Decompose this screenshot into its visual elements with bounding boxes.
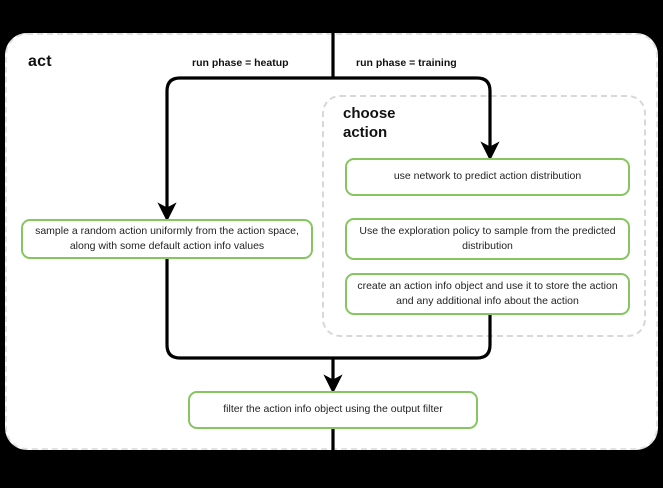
node-exploration-policy-sample[interactable]: Use the exploration policy to sample fro… <box>345 218 630 260</box>
edge-label-heatup: run phase = heatup <box>192 57 289 69</box>
choose-action-label-line2: action <box>343 123 388 141</box>
node-sample-random-action[interactable]: sample a random action uniformly from th… <box>21 219 313 259</box>
node-use-network-predict[interactable]: use network to predict action distributi… <box>345 158 630 196</box>
choose-action-label-line1: choose <box>343 105 396 122</box>
node-create-action-info-object[interactable]: create an action info object and use it … <box>345 273 630 315</box>
node-filter-action-info-object[interactable]: filter the action info object using the … <box>188 391 478 429</box>
act-group-label: act <box>28 53 52 70</box>
edge-label-training: run phase = training <box>356 57 457 69</box>
